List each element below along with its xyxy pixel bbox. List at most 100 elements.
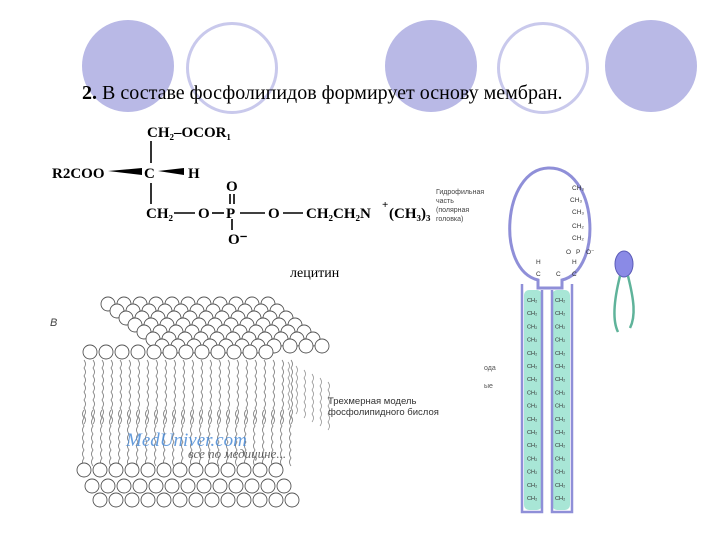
chain-label-right: CH₂ (555, 404, 565, 410)
bilayer-bottom-head (220, 492, 236, 508)
decorative-circle-2 (385, 20, 477, 112)
chain-label-right: CH₂ (555, 324, 565, 330)
bilayer-bottom-head (156, 492, 172, 508)
bilayer-bottom-head (188, 492, 204, 508)
bilayer-top-head (314, 338, 330, 354)
chain-label-left: CH₂ (527, 456, 537, 462)
chain-label-right: CH₂ (555, 456, 565, 462)
watermark-subtext: все по медицине... (188, 446, 286, 461)
decorative-circle-1 (82, 20, 174, 112)
chain-label-left: CH₂ (527, 311, 537, 317)
bilayer-tail-upper (272, 359, 275, 425)
bilayer-side-tail (295, 365, 298, 415)
bilayer-tail-lower (271, 409, 274, 467)
cut-label-1: ода (484, 365, 496, 372)
tail-left-fill (524, 290, 542, 510)
bilayer-tail-upper (92, 359, 95, 425)
bilayer-top-head (298, 338, 314, 354)
bilayer-side-tail (327, 381, 330, 431)
bilayer-bottom-head (172, 492, 188, 508)
head-atom-1: CH₃ (572, 185, 584, 192)
formula-plus-charge: + (382, 199, 388, 211)
bilayer-tail-upper (83, 359, 86, 425)
bilayer-bottom-head (220, 462, 236, 478)
bilayer-bottom-head (260, 478, 276, 494)
bilayer-bottom-head (236, 492, 252, 508)
bilayer-top-head (282, 338, 298, 354)
cut-label-2: ые (484, 383, 493, 390)
phosphate-o: O (566, 249, 571, 256)
head-atom-3: CH₃ (572, 209, 584, 216)
formula-left-group: R2COO (52, 166, 105, 182)
head-atom-2: CH₃ (570, 197, 582, 204)
polar-label-2: часть (436, 198, 454, 205)
bilayer-tail-upper (245, 359, 248, 425)
bilayer-bottom-head (140, 462, 156, 478)
bilayer-front-head (146, 344, 162, 360)
bilayer-tail-upper (173, 359, 176, 425)
bilayer-tail-upper (218, 359, 221, 425)
bilayer-tail-lower (82, 409, 85, 467)
formula-top-group: CH₂–OCOR₁ (147, 125, 231, 141)
chain-label-left: CH₂ (527, 430, 537, 436)
bilayer-tail-upper (101, 359, 104, 425)
chain-label-left: CH₂ (527, 390, 537, 396)
bilayer-tail-lower (136, 409, 139, 467)
bilayer-tail-upper (200, 359, 203, 425)
formula-choline-part: CH₂CH₂N (306, 206, 371, 222)
chain-label-right: CH₂ (555, 390, 565, 396)
bilayer-tail-lower (154, 409, 157, 467)
chain-label-right: CH₂ (555, 364, 565, 370)
phosphate-ominus: O⁻ (586, 249, 595, 256)
bilayer-tail-upper (137, 359, 140, 425)
bilayer-tail-lower (127, 409, 130, 467)
bilayer-tail-upper (110, 359, 113, 425)
title-text: В составе фосфолипидов формирует основу … (102, 82, 563, 104)
bilayer-bottom-head (124, 492, 140, 508)
bilayer-bottom-head (100, 478, 116, 494)
bilayer-tail-lower (118, 409, 121, 467)
bilayer-bottom-head (228, 478, 244, 494)
bilayer-bottom-head (140, 492, 156, 508)
chain-label-right: CH₂ (555, 483, 565, 489)
glycerol-c3: C (572, 271, 577, 278)
decorative-ring-2 (497, 22, 589, 114)
formula-bottom-o1: O (198, 206, 210, 222)
slide-title: 2. В составе фосфолипидов формирует осно… (82, 82, 563, 105)
chain-label-left: CH₂ (527, 417, 537, 423)
bilayer-tail-upper (191, 359, 194, 425)
bilayer-bottom-head (180, 478, 196, 494)
polar-label-1: Гидрофильная (436, 189, 484, 196)
tail-right-fill (552, 290, 570, 510)
bilayer-tail-lower (217, 409, 220, 467)
title-number: 2. (82, 82, 97, 104)
bilayer-tail-upper (254, 359, 257, 425)
bilayer-bottom-head (92, 492, 108, 508)
bilayer-bottom-head (252, 492, 268, 508)
formula-o-top: O (226, 179, 238, 195)
glycerol-h: H (536, 259, 541, 266)
chain-label-right: CH₂ (555, 338, 565, 344)
tail-outline (520, 284, 574, 514)
bilayer-tail-lower (181, 409, 184, 467)
bilayer-bottom-head (148, 478, 164, 494)
lecithin-caption: лецитин (290, 266, 340, 281)
bilayer-bottom-head (276, 478, 292, 494)
bilayer-bottom-head (196, 478, 212, 494)
bilayer-tail-upper (119, 359, 122, 425)
bilayer-tail-lower (145, 409, 148, 467)
bilayer-side-tail (311, 373, 314, 423)
formula-h-atom: H (188, 166, 200, 182)
bilayer-tail-lower (244, 409, 247, 467)
bilayer-tail-upper (290, 359, 293, 425)
bilayer-front-head (98, 344, 114, 360)
bilayer-bottom-head (132, 478, 148, 494)
bilayer-drawing (76, 296, 330, 508)
bilayer-tail-upper (155, 359, 158, 425)
glycerol-c1: C (536, 271, 541, 278)
glycerol-c2: C (556, 271, 561, 278)
bilayer-bottom-head (204, 492, 220, 508)
bilayer-tail-lower (226, 409, 229, 467)
chain-label-right: CH₂ (555, 298, 565, 304)
